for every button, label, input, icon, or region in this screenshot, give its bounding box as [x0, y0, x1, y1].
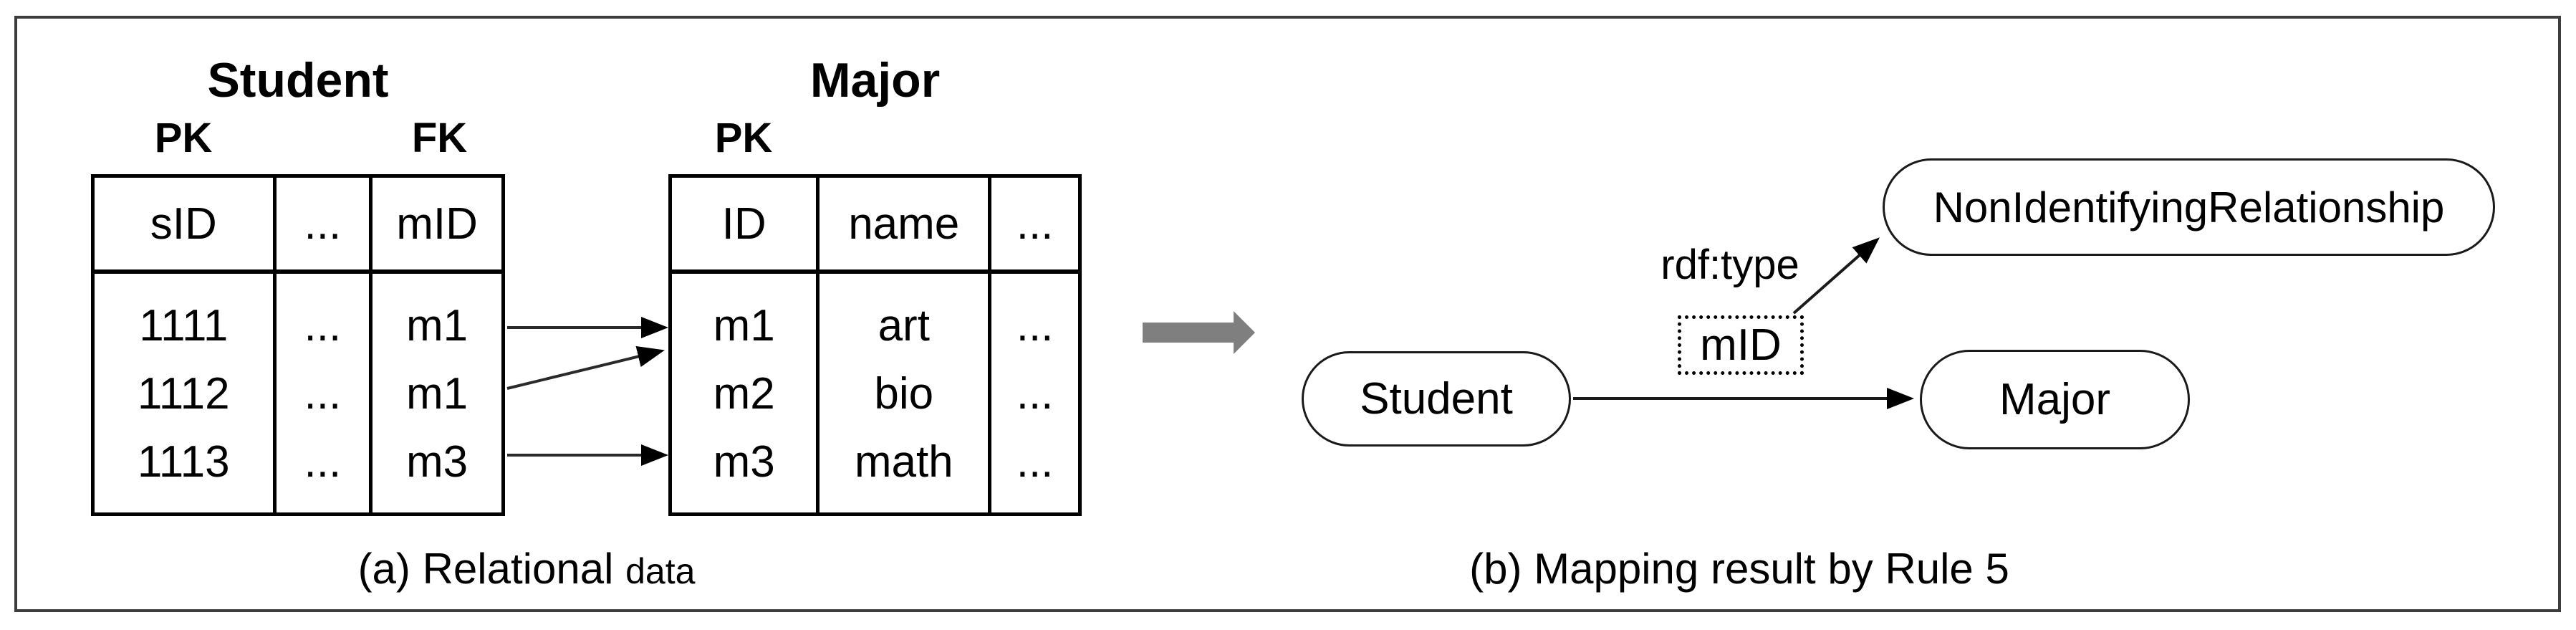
table-cell: ... — [304, 437, 342, 487]
major-table-body: m1 m2 m3 art bio math ... ... ... — [672, 274, 1078, 512]
table-cell: m1 — [406, 369, 468, 419]
table-cell: m2 — [713, 369, 775, 419]
table-cell: ... — [1016, 437, 1054, 487]
student-table-header: sID ... mID — [95, 178, 501, 274]
table-header-cell: sID — [95, 178, 277, 269]
table-cell: m3 — [713, 437, 775, 487]
major-table-title: Major — [809, 53, 941, 108]
major-pk-label: PK — [714, 115, 773, 161]
student-table-body: 1111 1112 1113 ... ... ... m1 m1 m3 — [95, 274, 501, 512]
student-table: sID ... mID 1111 1112 1113 ... ... ... m… — [91, 174, 505, 516]
table-cell: bio — [874, 369, 934, 419]
node-major: Major — [1920, 350, 2190, 449]
table-cell: 1113 — [137, 437, 230, 487]
major-table: ID name ... m1 m2 m3 art bio math ... ..… — [668, 174, 1082, 516]
caption-a-text: (a) Relational — [357, 545, 614, 593]
table-cell: art — [878, 301, 930, 350]
table-cell: ... — [1016, 301, 1054, 350]
caption-b: (b) Mapping result by Rule 5 — [1469, 545, 2009, 593]
table-column-sid: 1111 1112 1113 — [95, 274, 277, 512]
table-cell: 1111 — [139, 301, 229, 350]
table-header-cell: mID — [396, 199, 478, 249]
table-column-ellipsis: ... ... ... — [991, 274, 1078, 512]
table-cell: math — [854, 437, 953, 487]
caption-a: (a) Relational data — [240, 543, 813, 597]
student-pk-label: PK — [154, 115, 213, 161]
table-header-cell: ... — [277, 178, 373, 269]
table-cell: ... — [304, 369, 342, 419]
table-cell: m3 — [406, 437, 468, 487]
table-column-name: art bio math — [820, 274, 992, 512]
student-table-title: Student — [207, 53, 389, 108]
student-fk-label: FK — [411, 115, 468, 161]
table-cell: ... — [304, 301, 342, 350]
node-student: Student — [1302, 351, 1571, 447]
table-cell: m1 — [406, 301, 468, 350]
major-table-header: ID name ... — [672, 178, 1078, 274]
table-cell: 1112 — [137, 369, 230, 419]
table-column-id: m1 m2 m3 — [672, 274, 820, 512]
table-cell: m1 — [713, 301, 775, 350]
caption-a-small-text: data — [625, 551, 696, 591]
edge-label-mid-box: mID — [1678, 315, 1804, 375]
table-column-mid: m1 m1 m3 — [373, 274, 501, 512]
table-column-ellipsis: ... ... ... — [277, 274, 373, 512]
table-header-cell: ... — [1016, 199, 1054, 249]
rdf-type-label: rdf:type — [1661, 242, 1799, 288]
node-nonidentifying-relationship: NonIdentifyingRelationship — [1883, 158, 2495, 256]
table-header-cell: ID — [672, 178, 820, 269]
table-header-cell: name — [820, 178, 992, 269]
table-cell: ... — [1016, 369, 1054, 419]
